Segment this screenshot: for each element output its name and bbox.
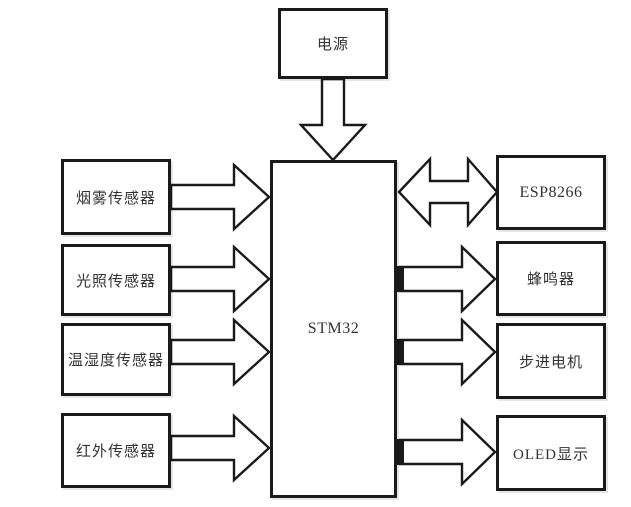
stm32-oled-port-tab [394, 439, 404, 465]
arrow-smoke-to-stm32 [169, 162, 271, 232]
node-temp-humidity-sensor: 温湿度传感器 [61, 323, 171, 396]
node-oled-display: OLED显示 [496, 415, 606, 491]
node-light-sensor: 光照传感器 [61, 244, 171, 316]
arrow-power-to-stm32 [298, 77, 368, 162]
arrow-stm32-to-buzzer [398, 244, 497, 314]
node-smoke-sensor-label: 烟雾传感器 [75, 190, 156, 207]
node-infrared-sensor: 红外传感器 [61, 413, 171, 488]
arrow-infrared-to-stm32 [169, 413, 271, 483]
node-oled-display-label: OLED显示 [513, 446, 589, 463]
node-power-supply: 电源 [278, 8, 388, 79]
node-power-supply-label: 电源 [316, 37, 349, 53]
node-stepper-motor: 步进电机 [496, 323, 606, 399]
arrow-stm32-to-oled [398, 417, 497, 487]
node-buzzer: 蜂鸣器 [496, 241, 606, 316]
node-esp8266: ESP8266 [496, 155, 606, 230]
node-stm32-label: STM32 [307, 320, 360, 337]
node-stepper-motor-label: 步进电机 [518, 354, 583, 371]
arrow-stm32-to-stepper [398, 317, 497, 387]
node-stm32: STM32 [270, 160, 397, 498]
arrow-light-to-stm32 [169, 244, 271, 314]
stm32-stepper-port-tab [394, 339, 404, 365]
node-light-sensor-label: 光照传感器 [75, 273, 156, 290]
node-buzzer-label: 蜂鸣器 [526, 272, 575, 288]
node-esp8266-label: ESP8266 [519, 183, 583, 201]
arrow-stm32-esp8266-bidirectional [397, 155, 499, 229]
node-smoke-sensor: 烟雾传感器 [61, 159, 171, 235]
node-infrared-sensor-label: 红外传感器 [75, 444, 156, 460]
arrow-temphum-to-stm32 [169, 317, 271, 387]
node-temp-humidity-sensor-label: 温湿度传感器 [67, 353, 164, 369]
stm32-buzzer-port-tab [394, 266, 404, 292]
